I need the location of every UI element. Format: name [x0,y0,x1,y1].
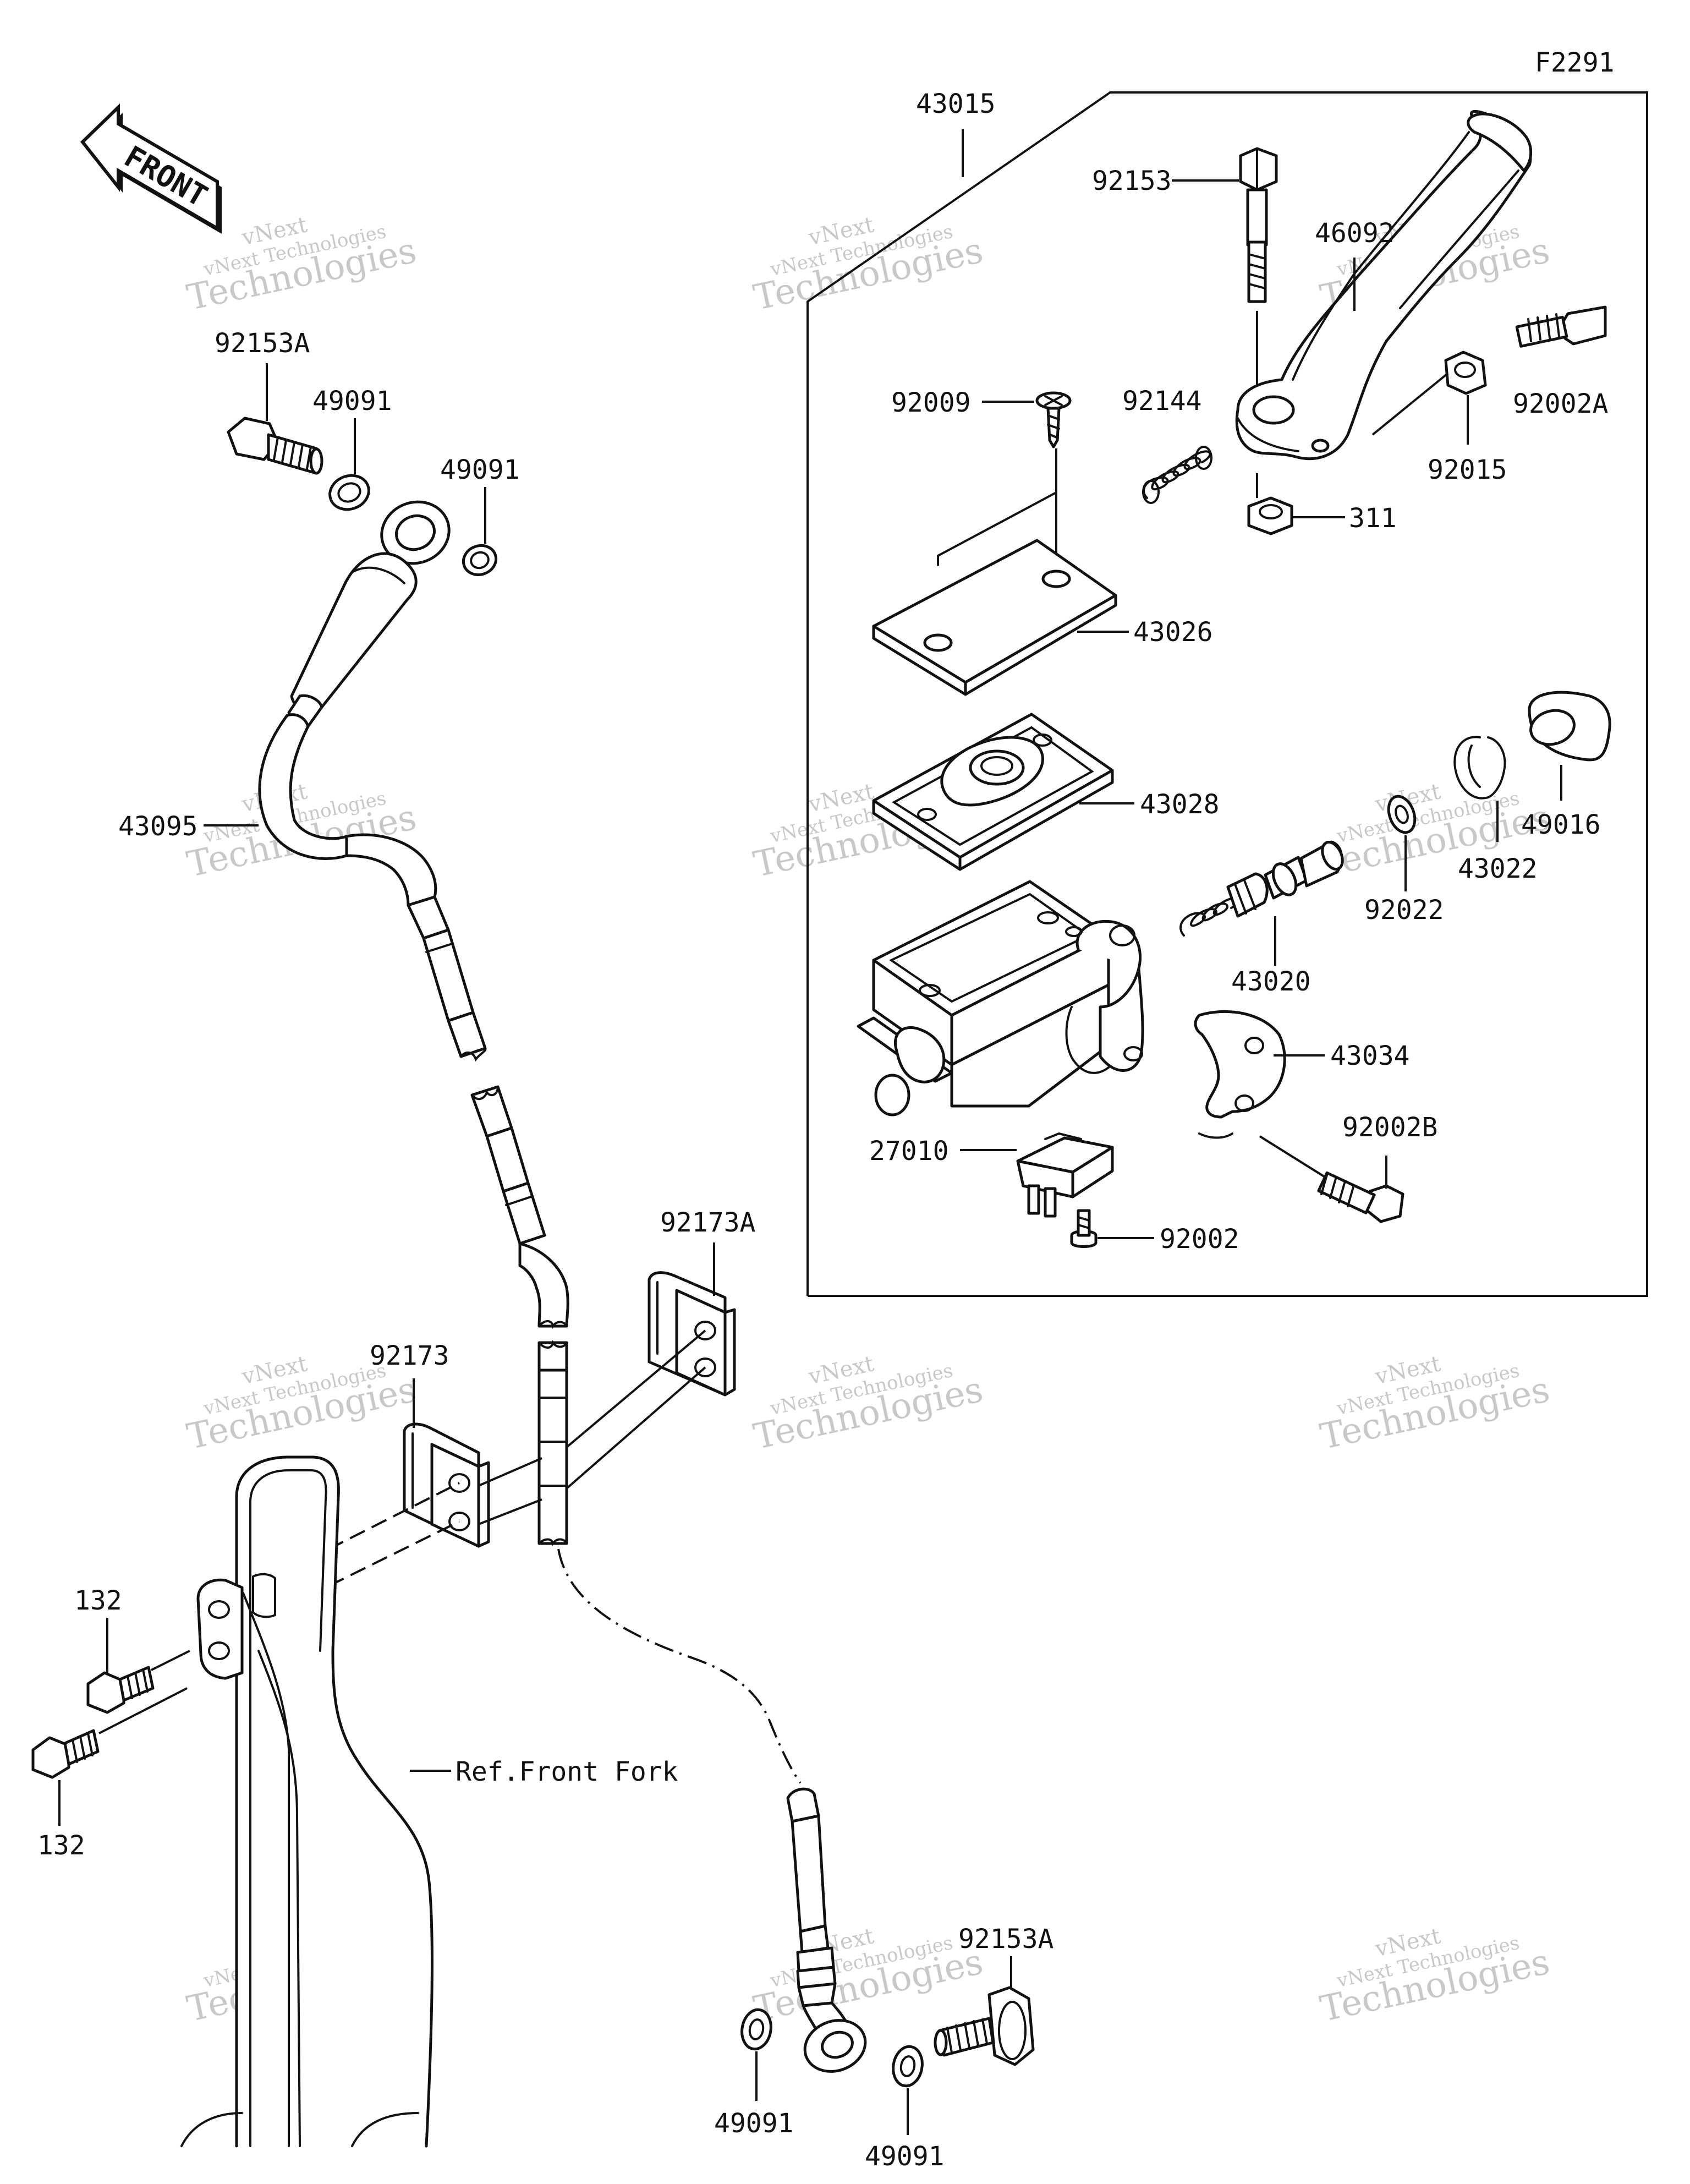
callout-49016: 49016 [1521,809,1601,840]
switch-27010 [1016,1132,1114,1218]
callout-92015: 92015 [1428,455,1507,485]
callout-92002B: 92002B [1342,1112,1437,1143]
callout-43034: 43034 [1330,1041,1410,1071]
callout-92002: 92002 [1160,1224,1239,1255]
callout-132-b: 132 [37,1830,85,1861]
watermark: vNext vNext Technologies Technologies [1317,1923,1554,2030]
diaphragm-43028 [872,713,1114,871]
master-cylinder-body [857,880,1144,1116]
bolt-92002A [1515,305,1607,348]
washer-49091-b [462,544,498,576]
spring-92144 [1142,446,1212,504]
watermark: vNext vNext Technologies Technologies [750,212,987,319]
callout-46092: 46092 [1315,218,1395,249]
screw-92009 [1035,391,1072,448]
callout-43015: 43015 [916,89,996,119]
callout-92153A-top: 92153A [215,328,310,359]
callout-49091-d: 49091 [865,2141,945,2172]
ref-front-fork-label: Ref.Front Fork [456,1756,678,1787]
figure-code: F2291 [1535,47,1615,78]
callout-92022: 92022 [1364,895,1444,926]
banjo-bolt-92153A-top [227,417,323,475]
bolt-132-a [86,1666,155,1714]
watermark: vNext vNext Technologies Technologies [750,1351,987,1458]
boot-49016 [1528,691,1611,762]
callout-311: 311 [1349,503,1397,534]
watermark: vNext vNext Technologies Technologies [184,779,420,885]
callout-92153A-bottom: 92153A [958,1924,1053,1955]
washer-49091-d [892,2045,924,2088]
callout-43028: 43028 [1140,789,1220,820]
callout-132-a: 132 [74,1585,122,1616]
nut-92015 [1444,351,1487,395]
callout-92153: 92153 [1092,166,1172,196]
brake-hose-43095 [258,500,569,1546]
bolt-92153 [1239,147,1278,303]
front-fork [180,1455,434,2148]
watermark: vNext vNext Technologies Technologies [1317,1351,1554,1458]
clamp-43034 [1194,1010,1286,1139]
circlip-43022 [1453,736,1506,800]
brake-hose-lower-end [786,1787,867,2073]
callout-43095: 43095 [118,811,198,842]
screw-92002 [1070,1209,1098,1248]
callout-92173: 92173 [370,1340,449,1371]
piston-43020 [1179,840,1344,937]
washer-92022 [1387,795,1417,834]
watermark: vNext vNext Technologies Technologies [750,1923,987,2030]
callout-92002A: 92002A [1513,388,1608,419]
nut-311 [1247,496,1293,535]
clamp-92173A [648,1271,736,1397]
bolt-132-b [31,1729,100,1779]
callout-43026: 43026 [1133,617,1213,648]
callout-43020: 43020 [1231,966,1311,997]
washer-49091-c [740,2008,772,2051]
callout-49091-c: 49091 [714,2108,794,2139]
bolt-92002B [1317,1171,1404,1223]
washer-49091-a [328,474,370,511]
clamp-92173 [403,1422,490,1548]
callout-92173A: 92173A [660,1207,755,1238]
lever-46092 [1235,110,1533,461]
callout-27010: 27010 [869,1136,949,1167]
callout-49091-a: 49091 [312,386,392,417]
callout-43022: 43022 [1458,853,1538,884]
callout-92144: 92144 [1122,386,1202,417]
cap-43026 [872,539,1117,696]
assembly-box-43015 [806,91,1648,1297]
front-arrow-icon: FRONT [80,103,222,234]
watermarks: vNext vNext Technologies Technologies vN… [184,212,1554,2030]
callout-49091-b: 49091 [440,455,520,485]
banjo-bolt-92153A-bottom [934,1986,1035,2066]
callout-92009: 92009 [891,387,971,418]
